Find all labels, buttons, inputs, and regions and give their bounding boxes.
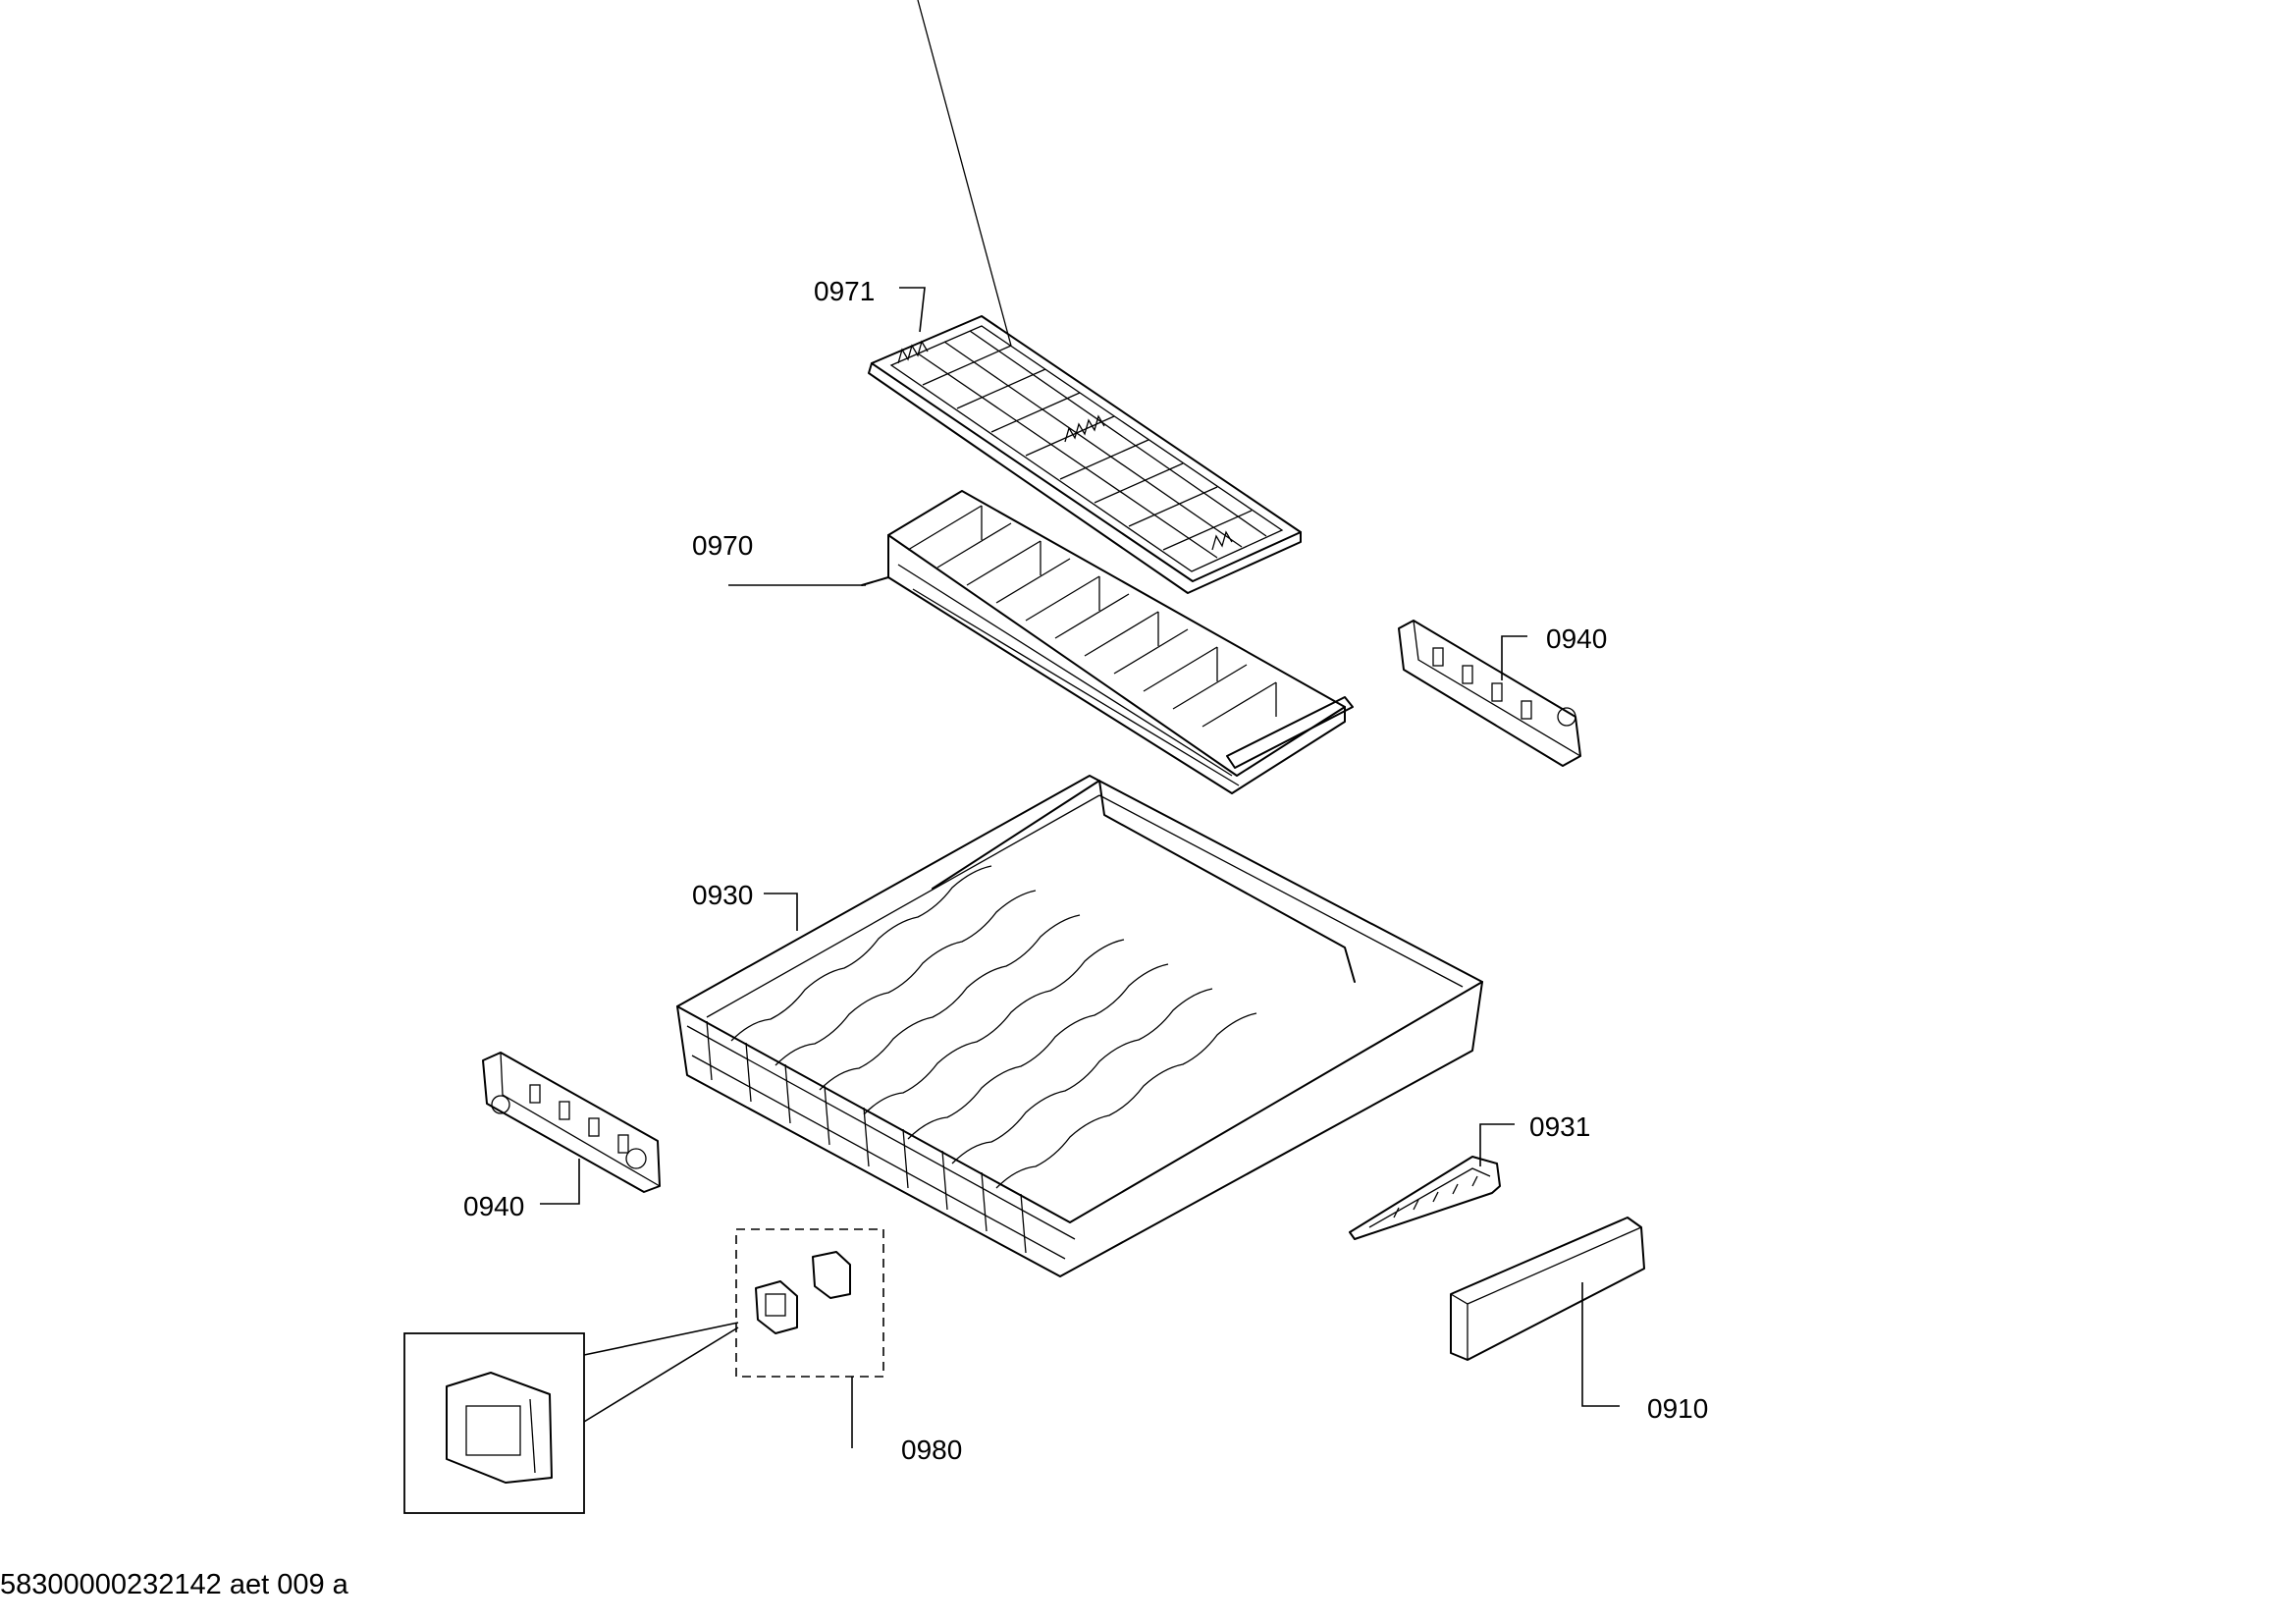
clip-detail-magnified — [403, 1322, 739, 1514]
rail-bracket-0940-right[interactable] — [1398, 620, 1581, 767]
callout-0931: 0931 — [1529, 1111, 1590, 1142]
callout-0940-left: 0940 — [463, 1191, 524, 1221]
document-id: 58300000232142 aet 009 a — [0, 1569, 348, 1600]
front-trim-0910[interactable] — [1450, 1217, 1645, 1361]
callout-0940-right: 0940 — [1546, 623, 1607, 654]
lower-basket-0930[interactable] — [676, 775, 1483, 1277]
callout-0971: 0971 — [814, 276, 875, 306]
callout-labels: 0971 0970 0940 0930 0931 0940 0980 0910 — [463, 276, 1708, 1465]
leader-lines — [540, 287, 1620, 1448]
callout-0970: 0970 — [692, 530, 753, 561]
rail-bracket-0940-left[interactable] — [482, 1052, 661, 1193]
upper-basket-0970[interactable] — [861, 490, 1354, 794]
callout-0980: 0980 — [901, 1435, 962, 1465]
comb-insert-0931[interactable] — [1349, 1156, 1501, 1240]
callout-0930: 0930 — [692, 880, 753, 910]
callout-0910: 0910 — [1647, 1393, 1708, 1424]
cutlery-tray-0971[interactable] — [868, 0, 1302, 594]
clip-set-0980[interactable] — [735, 1228, 884, 1378]
